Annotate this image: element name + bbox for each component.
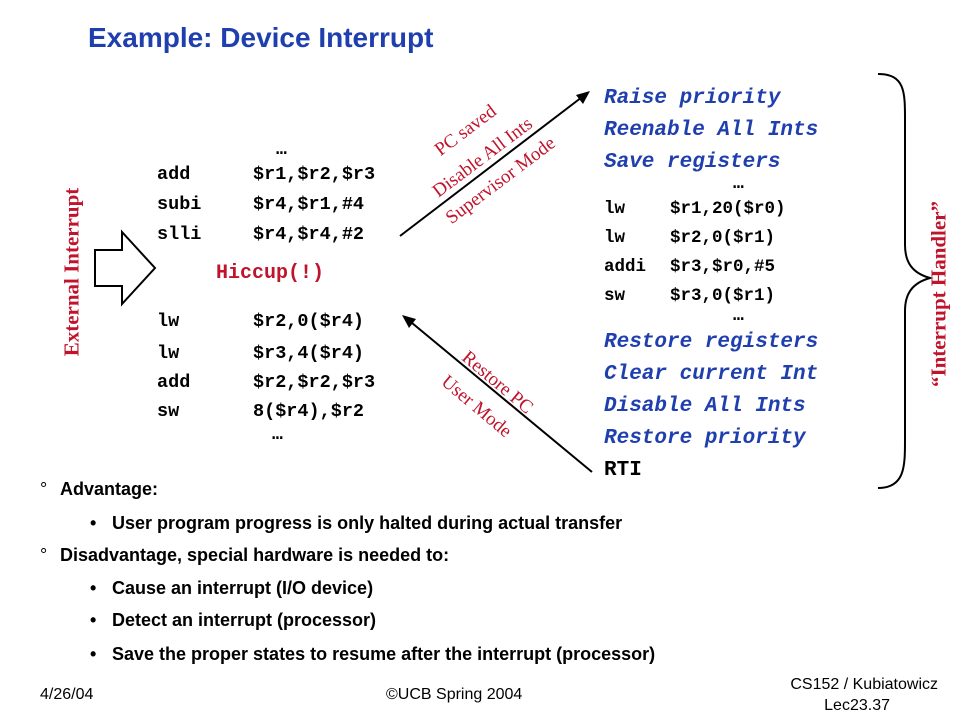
- bullet-text: Save the proper states to resume after t…: [112, 644, 656, 664]
- arrow-to-handler: [399, 93, 587, 237]
- code-line: lw $r2,0($r4): [157, 311, 364, 332]
- handler-step: Clear current Int: [604, 363, 819, 386]
- code-args: $r2,0($r1): [670, 228, 776, 248]
- bullet-marker: °: [40, 545, 48, 565]
- handler-step: Save registers: [604, 151, 781, 174]
- code-op: slli: [157, 224, 202, 245]
- code-op: add: [157, 164, 191, 185]
- bullet-item: ° Advantage:: [40, 479, 158, 500]
- code-args: $r3,$r0,#5: [670, 257, 776, 277]
- bullet-text: Disadvantage, special hardware is needed…: [60, 545, 450, 565]
- code-args: $r3,4($r4): [253, 343, 365, 364]
- code-op: lw: [604, 228, 626, 248]
- arrow-return-head: [402, 315, 416, 328]
- handler-step: Raise priority: [604, 87, 781, 110]
- bullet-marker: •: [90, 578, 97, 598]
- bullet-item: ° Disadvantage, special hardware is neede…: [40, 545, 449, 566]
- bullet-text: Advantage:: [60, 479, 159, 499]
- bullet-marker: •: [90, 644, 97, 664]
- footer-copyright: ©UCB Spring 2004: [386, 686, 523, 703]
- bullet-text: Cause an interrupt (I/O device): [112, 578, 374, 598]
- handler-code-line: lw $r1,20($r0): [604, 199, 786, 219]
- handler-dots-top: …: [733, 174, 744, 194]
- handler-step: Reenable All Ints: [604, 119, 819, 142]
- handler-step: Restore priority: [604, 427, 806, 450]
- footer-date: 4/26/04: [40, 686, 94, 703]
- bullet-marker: •: [90, 610, 97, 630]
- code-op: sw: [157, 401, 180, 422]
- code-line: subi $r4,$r1,#4: [157, 194, 364, 215]
- code-op: lw: [604, 199, 626, 219]
- slide-title: Example: Device Interrupt: [88, 22, 434, 53]
- handler-code-line: sw $r3,0($r1): [604, 286, 775, 306]
- code-op: subi: [157, 194, 202, 215]
- code-op: add: [157, 372, 191, 393]
- code-args: 8($r4),$r2: [253, 401, 365, 422]
- code-args: $r1,$r2,$r3: [253, 164, 376, 185]
- handler-rti: RTI: [604, 459, 642, 482]
- arrow-return: [405, 317, 593, 473]
- handler-step: Disable All Ints: [604, 395, 806, 418]
- code-line: add $r1,$r2,$r3: [157, 164, 375, 185]
- code-op: sw: [604, 286, 626, 306]
- user-code-dots-bottom: …: [272, 425, 283, 445]
- code-line: sw 8($r4),$r2: [157, 401, 364, 422]
- footer-course: CS152 / Kubiatowicz: [790, 676, 938, 693]
- handler-bracket: [877, 73, 934, 489]
- handler-code-line: lw $r2,0($r1): [604, 228, 775, 248]
- bullet-text: Detect an interrupt (processor): [112, 610, 377, 630]
- code-args: $r3,0($r1): [670, 286, 776, 306]
- code-args: $r1,20($r0): [670, 199, 786, 219]
- user-code-dots-top: …: [276, 140, 287, 160]
- code-line: slli $r4,$r4,#2: [157, 224, 364, 245]
- code-args: $r4,$r4,#2: [253, 224, 365, 245]
- external-interrupt-label: External Interrupt: [59, 187, 84, 357]
- bullet-marker: °: [40, 479, 48, 499]
- interrupt-handler-label: “Interrupt Handler”: [926, 200, 951, 388]
- code-line: add $r2,$r2,$r3: [157, 372, 375, 393]
- code-line: lw $r3,4($r4): [157, 343, 364, 364]
- code-op: lw: [157, 311, 180, 332]
- footer-lecture: Lec23.37: [824, 697, 890, 714]
- handler-dots-bottom: …: [733, 306, 744, 326]
- bullet-text: User program progress is only halted dur…: [112, 513, 623, 533]
- bullet-item: • Detect an interrupt (processor): [90, 610, 376, 631]
- bullet-item: • User program progress is only halted du…: [90, 513, 622, 534]
- code-args: $r4,$r1,#4: [253, 194, 365, 215]
- handler-step: Restore registers: [604, 331, 819, 354]
- hiccup-label: Hiccup(!): [216, 262, 325, 285]
- bullet-item: • Cause an interrupt (I/O device): [90, 578, 373, 599]
- code-args: $r2,$r2,$r3: [253, 372, 376, 393]
- bullet-item: • Save the proper states to resume after …: [90, 644, 655, 665]
- code-op: lw: [157, 343, 180, 364]
- bullet-marker: •: [90, 513, 97, 533]
- code-op: addi: [604, 257, 647, 277]
- arrow-to-handler-head: [576, 91, 590, 104]
- code-args: $r2,0($r4): [253, 311, 365, 332]
- interrupt-block-arrow: [94, 229, 157, 307]
- handler-code-line: addi $r3,$r0,#5: [604, 257, 775, 277]
